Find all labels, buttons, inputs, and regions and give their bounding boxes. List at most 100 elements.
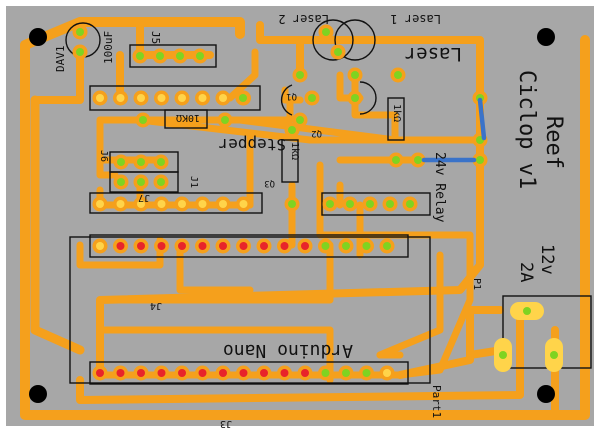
q2-pad-core bbox=[351, 94, 359, 102]
arduino-bottom-pad-core bbox=[137, 369, 145, 377]
label-part: Part1 bbox=[430, 385, 443, 418]
resistor-10k-outline bbox=[164, 109, 208, 129]
copper-trace bbox=[76, 306, 524, 404]
j7-pad-core bbox=[96, 200, 104, 208]
j7-pad-core bbox=[178, 200, 186, 208]
copper-trace bbox=[176, 241, 254, 294]
transistor-q1-outline bbox=[280, 84, 293, 116]
arduino-top-pad-core bbox=[342, 242, 350, 250]
label-q3: Q3 bbox=[264, 178, 275, 188]
mounting-hole bbox=[537, 385, 555, 403]
mounting-hole bbox=[29, 385, 47, 403]
laser2-pad-core bbox=[334, 48, 342, 56]
arduino-bottom-pad-core bbox=[157, 369, 166, 377]
label-relay: 24v Relay bbox=[432, 152, 447, 223]
j6-pad-core bbox=[157, 158, 165, 166]
j7-header-outline bbox=[89, 192, 263, 214]
label-arduino: Arduino Nano bbox=[223, 340, 353, 361]
arduino-top-pad-core bbox=[260, 242, 268, 250]
copper-trace bbox=[30, 95, 85, 355]
j7-pad-core bbox=[239, 200, 248, 208]
relay-header-outline bbox=[321, 192, 431, 216]
j5-pad-core bbox=[96, 94, 104, 102]
copper-trace bbox=[376, 251, 444, 359]
copper-trace bbox=[226, 48, 259, 102]
j1-header-outline bbox=[109, 171, 179, 193]
laser2-pad-core bbox=[322, 28, 330, 36]
label-cap-value: 100uF bbox=[102, 31, 115, 64]
r10k-pad-core bbox=[139, 116, 147, 124]
power-pad-top-core bbox=[523, 307, 531, 315]
j1-pad-core bbox=[137, 178, 145, 186]
arduino-header-bottom-outline bbox=[89, 361, 409, 385]
q2-pad-core bbox=[351, 71, 359, 79]
q1-pad-core bbox=[296, 116, 304, 124]
arduino-top-pad-core bbox=[383, 242, 391, 250]
arduino-top-pad-core bbox=[301, 242, 309, 250]
label-laser2: Laser 2 bbox=[278, 12, 329, 26]
label-p1: P1 bbox=[471, 278, 482, 290]
label-j7: J7 bbox=[138, 192, 150, 203]
arduino-bottom-pad-core bbox=[280, 369, 289, 377]
arduino-bottom-pad-core bbox=[321, 369, 330, 377]
power-pad-left-core bbox=[499, 351, 507, 359]
mounting-holes bbox=[29, 28, 555, 403]
relay-pad-core bbox=[326, 200, 334, 208]
label-laser-big: Laser bbox=[405, 43, 462, 65]
r10k-pad-core bbox=[221, 116, 229, 124]
copper-trace bbox=[256, 21, 484, 104]
arduino-bottom-pad-core bbox=[342, 369, 350, 377]
dav1-pad-core bbox=[76, 48, 84, 56]
copper-trace bbox=[136, 116, 484, 144]
copper-trace bbox=[351, 71, 399, 119]
copper-trace bbox=[281, 86, 304, 104]
label-title-line1: Reef bbox=[541, 116, 566, 169]
r1kb-pad-core bbox=[414, 156, 422, 164]
label-j4: J4 bbox=[150, 300, 162, 311]
label-dav1: DAV1 bbox=[54, 46, 67, 73]
arduino-bottom-pad-core bbox=[362, 369, 371, 377]
laser-header-outline bbox=[129, 44, 217, 68]
j5-pad-core bbox=[198, 94, 207, 102]
transistor-q2-outline bbox=[359, 81, 377, 115]
label-power-v: 12v bbox=[537, 244, 557, 275]
r1ka-pad-core bbox=[288, 200, 296, 208]
arduino-top-pad-core bbox=[362, 242, 371, 250]
arduino-bottom-pad-core bbox=[178, 369, 186, 377]
label-r-1k-a: 1kΩ bbox=[289, 142, 300, 160]
label-r-10k: 10KΩ bbox=[176, 112, 200, 123]
j7-pad-core bbox=[157, 200, 166, 208]
arduino-bottom-pad-core bbox=[96, 369, 104, 377]
wire-jumpers bbox=[421, 97, 487, 163]
laser-header-pad-core bbox=[176, 52, 184, 60]
arduino-outline bbox=[69, 236, 431, 384]
arduino-bottom-pad-core bbox=[239, 369, 248, 377]
r1ka-pad-core bbox=[288, 126, 296, 134]
arduino-top-pad-core bbox=[239, 242, 248, 250]
resistor-1k-b-outline bbox=[387, 97, 405, 141]
r1kb-pad-core bbox=[392, 156, 400, 164]
label-power-a: 2A bbox=[516, 262, 536, 282]
j5-pad-core bbox=[219, 94, 227, 102]
arduino-top-pad-core bbox=[96, 242, 104, 250]
label-j5: J5 bbox=[149, 31, 162, 44]
label-j1: J1 bbox=[188, 176, 199, 188]
arduino-top-pad-core bbox=[178, 242, 186, 250]
label-q2: Q2 bbox=[311, 128, 322, 138]
copper-trace bbox=[20, 17, 590, 420]
solder-pads bbox=[72, 24, 563, 381]
copper-trace bbox=[96, 241, 334, 304]
j5-pad-core bbox=[116, 94, 125, 102]
j6-pad-core bbox=[117, 158, 125, 166]
q2-pad-core bbox=[394, 71, 402, 79]
j1-pad-core bbox=[157, 178, 165, 186]
arduino-top-pad-core bbox=[198, 242, 207, 250]
label-stepper: Stepper bbox=[218, 135, 286, 154]
resistor-1k-a-outline bbox=[281, 139, 299, 183]
arduino-top-pad-core bbox=[321, 242, 330, 250]
arduino-bottom-pad-core bbox=[301, 369, 309, 377]
arduino-bottom-pad-core bbox=[260, 369, 268, 377]
relay-pad-core bbox=[406, 200, 414, 208]
copper-trace bbox=[31, 51, 84, 104]
